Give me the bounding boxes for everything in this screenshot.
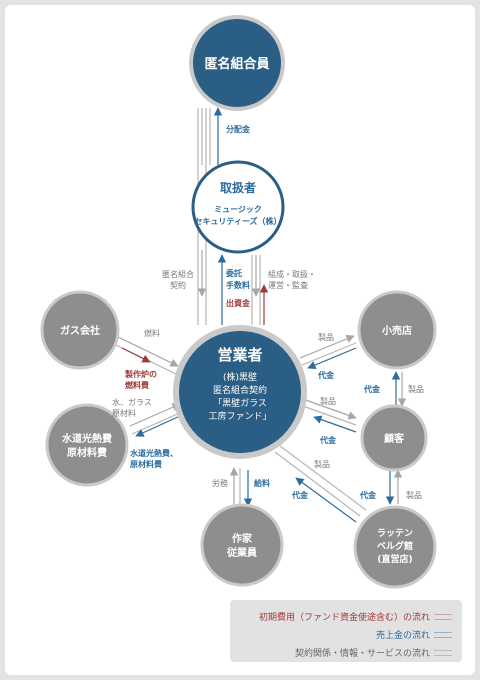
water-gas-label-2: 原材料 (112, 408, 136, 418)
legend-red-line-icon (434, 613, 452, 620)
product-customer-arrow (299, 397, 357, 420)
payment-retail-label: 代金 (317, 370, 335, 380)
payment-retail-arrow (307, 347, 357, 369)
furnace-fuel-label-2: 燃料費 (125, 380, 149, 390)
dividend-label: 分配金 (226, 124, 251, 134)
gas-label: ガス会社 (60, 324, 100, 337)
node-store: ラッテン ベルグ館 (直営店) (353, 505, 437, 589)
node-artist: 作家 従業員 (200, 503, 284, 587)
payment-rc-label: 代金 (363, 384, 381, 394)
legend-blue-line-icon (434, 631, 452, 638)
investment-label: 出資金 (226, 298, 251, 308)
store-line1: ラッテン (377, 528, 413, 539)
fuel-label: 燃料 (144, 328, 160, 338)
commission-label-2: 手数料 (226, 280, 250, 290)
payment-customer-label: 代金 (319, 435, 337, 445)
formation-label-1: 組成・取扱・ (268, 269, 316, 279)
payment-customer-arrow (313, 415, 357, 433)
connectors (113, 107, 407, 523)
store-line2: ベルグ館 (377, 540, 413, 552)
anon-contract-label-2: 契約 (170, 280, 186, 290)
legend-initial-cost-text: 初期費用（ファンド資金使途含む）の流れ (258, 613, 430, 623)
formation-label-2: 運営・監査 (268, 280, 308, 290)
furnace-fuel-arrow (121, 347, 151, 363)
fuel-arrow (117, 336, 179, 367)
broker-title: 取扱者 (220, 180, 256, 195)
node-operator: 営業者 (株)黒壁 匿名組合契約 「黒壁ガラス 工房ファンド」 (173, 325, 307, 459)
node-retail: 小売店 (357, 290, 437, 370)
node-investor: 匿名組合員 (189, 15, 285, 111)
product-retail-label: 製品 (318, 332, 334, 342)
water-gas-label-1: 水、ガラス (112, 397, 152, 407)
store-line3: (直営店) (377, 553, 412, 565)
utility-line1: 水道光熱費 (61, 432, 112, 445)
artist-line1: 作家 (232, 532, 253, 545)
operator-line4: 工房ファンド」 (208, 410, 271, 422)
product-store-label: 製品 (314, 459, 330, 469)
operator-store-line (279, 445, 367, 511)
node-broker: 取扱者 ミュージック セキュリティーズ（株） (191, 160, 285, 254)
operator-line1: (株)黒壁 (223, 371, 257, 383)
payment-store-arrow (295, 477, 357, 523)
legend-gray-line-icon (434, 649, 452, 656)
anon-contract-label-1: 匿名組合 (162, 269, 194, 279)
node-utility: 水道光熱費 原材料費 (45, 403, 129, 487)
broker-sub1: ミュージック (214, 204, 262, 214)
edge-labels: 分配金 匿名組合 契約 委託 手数料 出資金 組成・取扱・ 運営・監査 燃料 製… (112, 124, 424, 500)
operator-customer-line (299, 404, 357, 426)
utility-cost-label-2: 原材料費 (130, 459, 162, 469)
payment-store-label: 代金 (291, 490, 309, 500)
labor-label: 労務 (212, 478, 228, 488)
product-rc-label: 製品 (408, 384, 424, 394)
product-retail-arrow (299, 334, 355, 359)
utility-cost-arrow (135, 415, 181, 437)
commission-label-1: 委託 (225, 268, 242, 278)
broker-sub2: セキュリティーズ（株） (194, 216, 281, 226)
product-sc-label: 製品 (406, 490, 422, 500)
utility-line2: 原材料費 (67, 446, 107, 459)
legend: 初期費用（ファンド資金使途含む）の流れ 売上金の流れ 契約関係・情報・サービスの… (230, 600, 462, 662)
operator-store-line-2 (274, 451, 361, 517)
utility-cost-label-1: 水道光熱費、 (129, 448, 178, 458)
payment-sc-label: 代金 (359, 490, 377, 500)
legend-contract-text: 契約関係・情報・サービスの流れ (294, 649, 430, 659)
node-customer: 顧客 (360, 404, 428, 472)
utility-operator-line (131, 411, 183, 435)
artist-line2: 従業員 (226, 546, 257, 559)
legend-sales: 売上金の流れ (376, 628, 452, 641)
operator-line3: 「黒壁ガラス (213, 397, 267, 409)
legend-contract: 契約関係・情報・サービスの流れ (295, 646, 452, 659)
legend-sales-text: 売上金の流れ (375, 631, 430, 641)
investor-label: 匿名組合員 (204, 56, 269, 72)
retail-label: 小売店 (381, 324, 412, 337)
customer-label: 顧客 (384, 432, 405, 445)
operator-title: 営業者 (217, 346, 262, 364)
product-customer-label: 製品 (320, 396, 336, 406)
operator-line2: 匿名組合契約 (213, 384, 267, 396)
node-gas: ガス会社 (40, 290, 120, 370)
legend-initial-cost: 初期費用（ファンド資金使途含む）の流れ (259, 610, 452, 623)
furnace-fuel-label-1: 製作炉の (124, 369, 157, 379)
salary-label: 給料 (254, 478, 270, 488)
water-gas-arrow (129, 403, 181, 427)
